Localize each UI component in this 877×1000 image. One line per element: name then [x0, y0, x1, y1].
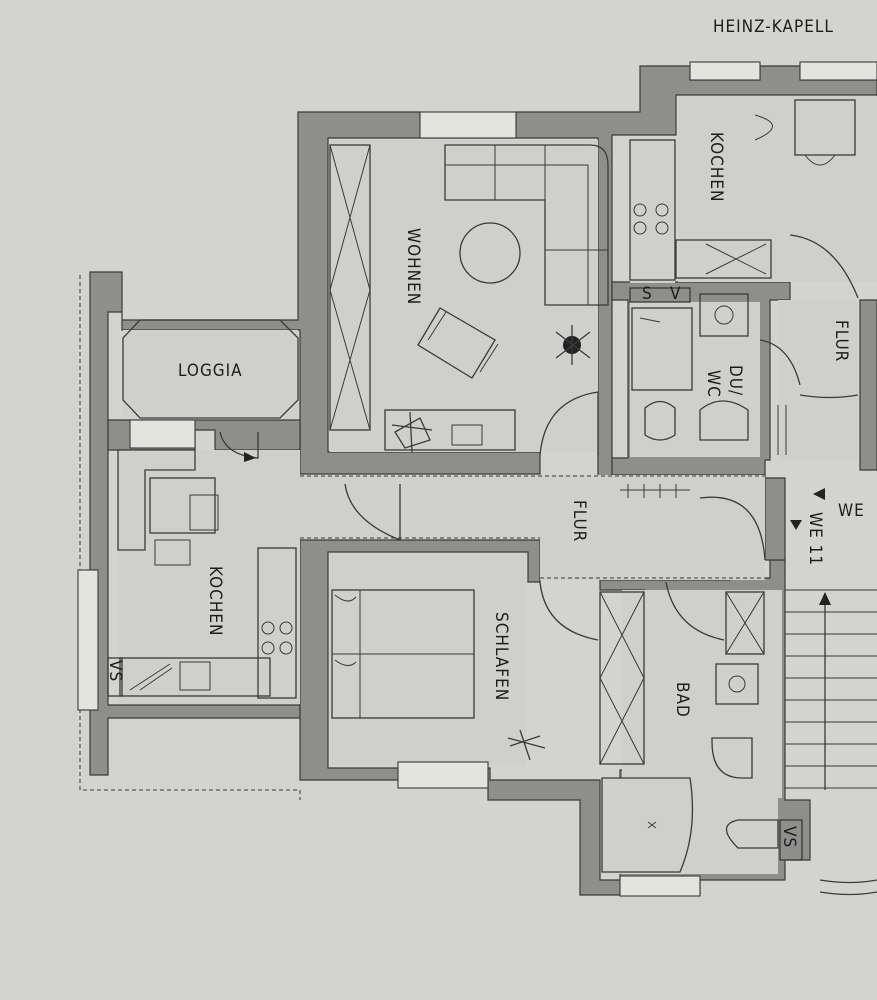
dashed-outline [79, 275, 301, 800]
windows [77, 61, 877, 897]
dashed-flur [300, 475, 765, 579]
schlafen-label: SCHLAFEN [491, 612, 511, 701]
kochen-right-label: KOCHEN [706, 132, 726, 202]
plant-icon [555, 325, 591, 365]
vs-label-right: VS [779, 826, 799, 848]
we-number-label: WE 11 [805, 512, 825, 566]
we-label: WE [838, 501, 865, 521]
kochen-left-label: KOCHEN [205, 566, 225, 636]
du-wc-label-line2: WC [703, 370, 723, 398]
flur-center-label: FLUR [569, 500, 589, 542]
plant-icon [391, 411, 433, 453]
street-name-label: HEINZ-KAPELL [713, 17, 834, 37]
kochen-left-room [107, 431, 401, 699]
wall-right-flur [859, 299, 877, 471]
schlafen-room [331, 581, 645, 765]
wohnen-room [329, 144, 609, 456]
bad-room [601, 581, 803, 873]
loggia-room [122, 319, 299, 419]
wall-right-corridor-edge [764, 477, 786, 561]
v-label: V [670, 284, 681, 304]
loggia-label: LOGGIA [178, 361, 243, 381]
staircase [785, 589, 877, 790]
wohnen-label: WOHNEN [403, 228, 423, 305]
vs-label-left: VS [105, 660, 125, 682]
flur-right-label: FLUR [831, 320, 851, 362]
right-unit [620, 99, 877, 896]
s-label: S [642, 284, 653, 304]
plant-icon [507, 729, 546, 761]
du-wc-label-line1: DU/ [725, 365, 745, 396]
bad-label: BAD [672, 682, 692, 718]
